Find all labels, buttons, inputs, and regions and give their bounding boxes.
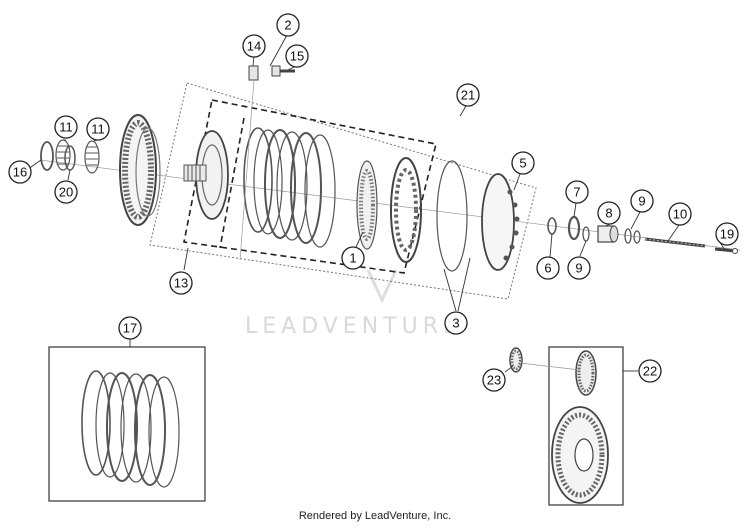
callout-5: 5 bbox=[511, 151, 535, 175]
pin-19 bbox=[714, 247, 738, 254]
svg-text:20: 20 bbox=[59, 185, 73, 200]
assembly-box-21 bbox=[149, 82, 537, 300]
push-rod-10 bbox=[644, 237, 706, 248]
diaphragm-spring-1 bbox=[356, 160, 378, 250]
svg-text:LEADVENTURE: LEADVENTURE bbox=[245, 314, 462, 339]
svg-text:19: 19 bbox=[720, 227, 734, 242]
callout-17: 17 bbox=[118, 316, 142, 340]
svg-text:21: 21 bbox=[461, 88, 475, 103]
svg-text:6: 6 bbox=[544, 261, 551, 276]
gear-23 bbox=[509, 347, 523, 373]
svg-text:8: 8 bbox=[605, 206, 612, 221]
svg-text:5: 5 bbox=[519, 156, 526, 171]
kit-box-22 bbox=[548, 346, 624, 506]
needle-bearing-11a bbox=[55, 139, 71, 171]
callout-2: 2 bbox=[276, 13, 300, 37]
nut-14 bbox=[248, 65, 259, 81]
svg-text:7: 7 bbox=[573, 185, 580, 200]
callout-21: 21 bbox=[456, 83, 480, 107]
inner-clutch-hub bbox=[183, 130, 229, 220]
svg-text:11: 11 bbox=[91, 122, 105, 137]
svg-text:10: 10 bbox=[673, 207, 687, 222]
callout-16: 16 bbox=[8, 160, 32, 184]
callout-9-top: 9 bbox=[630, 189, 654, 213]
ring-9a bbox=[582, 226, 590, 242]
needle-bearing-11b bbox=[84, 140, 100, 174]
assembly-box-13-divider bbox=[219, 117, 245, 249]
screw-15 bbox=[271, 65, 295, 77]
callout-1: 1 bbox=[341, 246, 365, 270]
svg-text:17: 17 bbox=[123, 321, 137, 336]
svg-text:9: 9 bbox=[638, 194, 645, 209]
svg-text:14: 14 bbox=[247, 39, 261, 54]
gear-set-22 bbox=[551, 350, 609, 504]
svg-text:2: 2 bbox=[284, 18, 291, 33]
part-14-axis bbox=[239, 79, 255, 261]
washer-9c bbox=[633, 230, 641, 244]
ring-9b bbox=[624, 228, 632, 244]
assembly-box-13 bbox=[183, 99, 437, 274]
kit-box-17 bbox=[48, 346, 206, 502]
clutch-disc-pack bbox=[243, 127, 336, 248]
svg-text:16: 16 bbox=[13, 165, 27, 180]
callout-10: 10 bbox=[668, 202, 692, 226]
callout-6: 6 bbox=[536, 256, 560, 280]
clutch-cover bbox=[481, 173, 520, 271]
svg-text:1: 1 bbox=[349, 251, 356, 266]
svg-text:22: 22 bbox=[643, 364, 657, 379]
callout-3: 3 bbox=[444, 311, 468, 335]
callout-15: 15 bbox=[285, 44, 309, 68]
callout-11-left: 11 bbox=[54, 115, 78, 139]
callout-8: 8 bbox=[597, 201, 621, 225]
svg-text:23: 23 bbox=[487, 373, 501, 388]
callout-7: 7 bbox=[565, 180, 589, 204]
callout-14: 14 bbox=[242, 34, 266, 58]
leader-lines bbox=[23, 34, 726, 373]
clutch-basket-gear bbox=[119, 114, 161, 226]
callout-11-right: 11 bbox=[86, 117, 110, 141]
clutch-disc-kit-17 bbox=[81, 370, 180, 488]
watermark: LEADVENTURE bbox=[245, 269, 462, 339]
callout-13: 13 bbox=[169, 271, 193, 295]
callout-19: 19 bbox=[715, 222, 739, 246]
pressure-plate bbox=[390, 157, 422, 263]
callout-20: 20 bbox=[54, 180, 78, 204]
gasket-3 bbox=[436, 160, 468, 272]
svg-text:15: 15 bbox=[290, 49, 304, 64]
svg-text:3: 3 bbox=[452, 316, 459, 331]
bushing-8 bbox=[597, 225, 619, 243]
svg-text:11: 11 bbox=[59, 120, 73, 135]
svg-text:13: 13 bbox=[174, 276, 188, 291]
svg-text:9: 9 bbox=[575, 261, 582, 276]
callout-23: 23 bbox=[482, 368, 506, 392]
callout-22: 22 bbox=[638, 359, 662, 383]
callout-9-bottom: 9 bbox=[567, 256, 591, 280]
footer-credit: Rendered by LeadVenture, Inc. bbox=[298, 510, 452, 522]
ring-16 bbox=[40, 141, 54, 171]
